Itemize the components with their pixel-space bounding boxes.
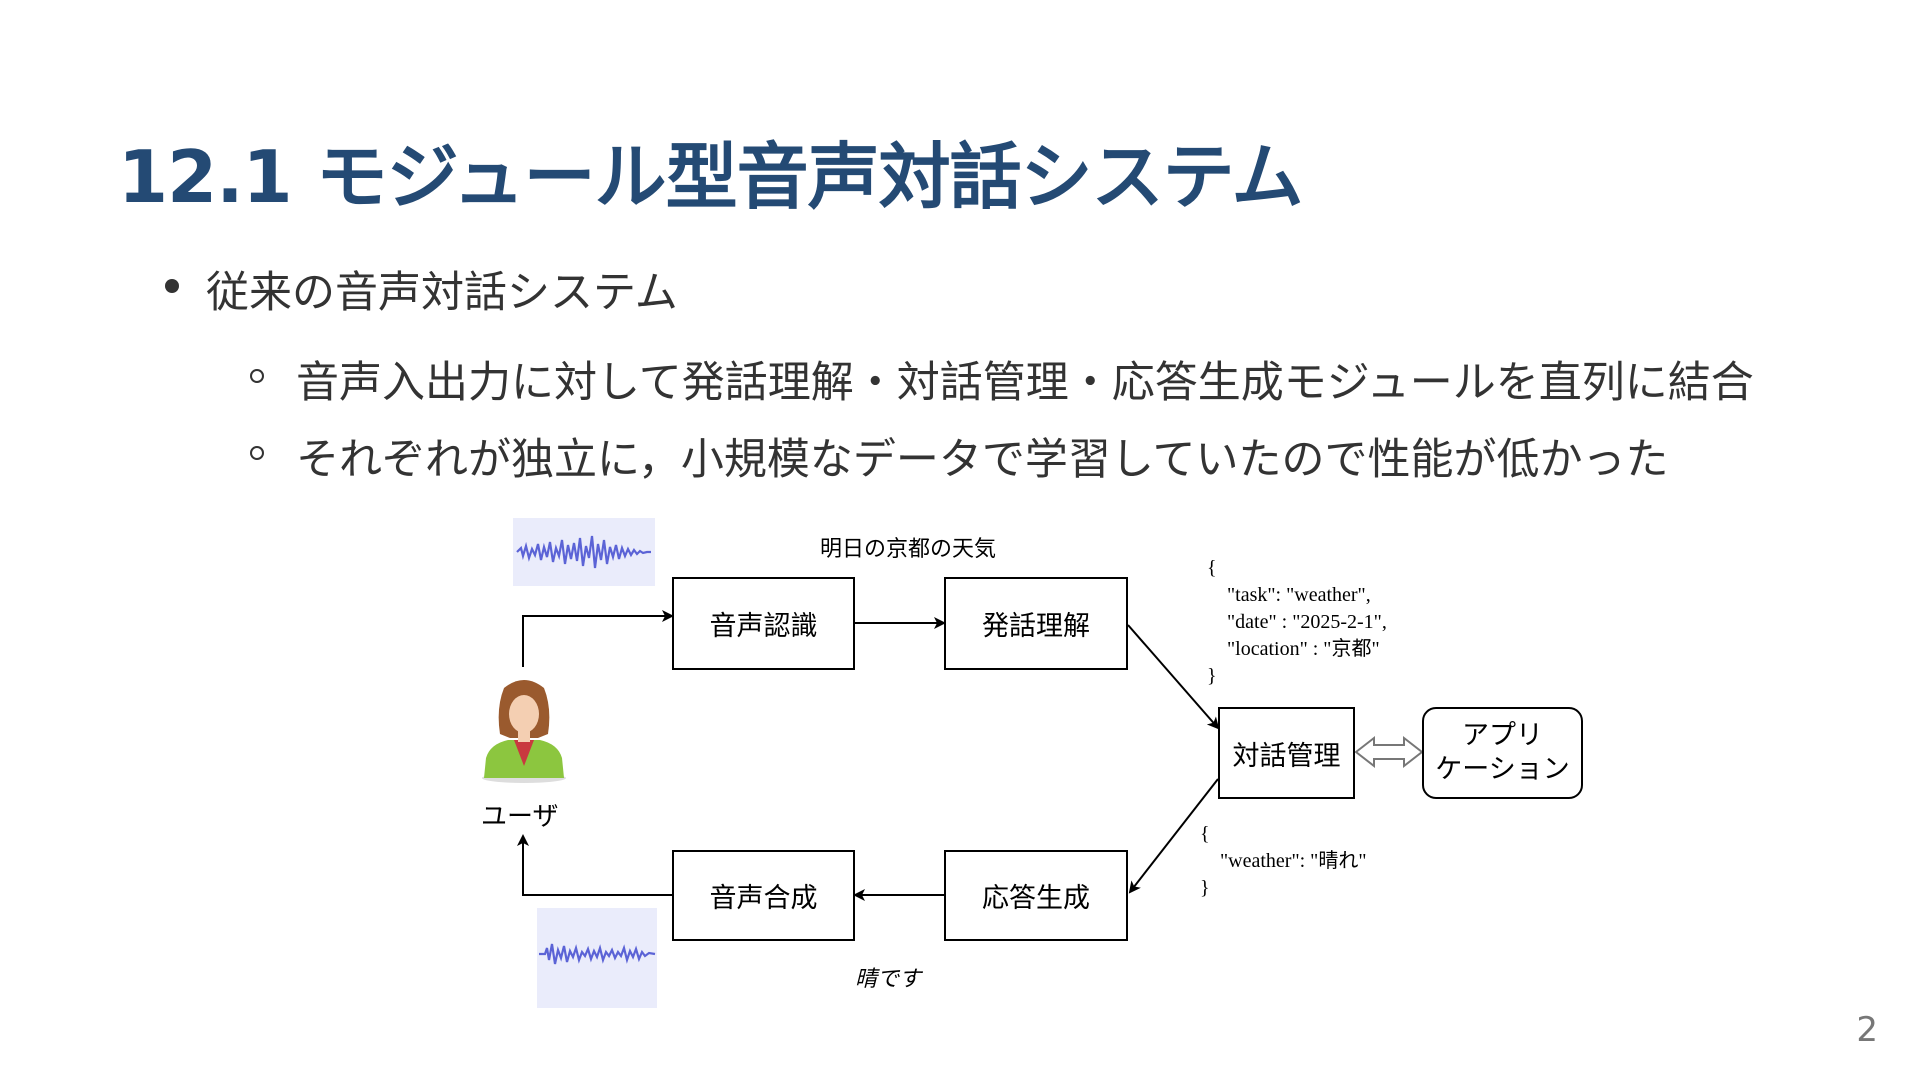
- double-arrow-dm-app: [1354, 735, 1424, 769]
- input-waveform: [513, 518, 655, 586]
- waveform-icon: [539, 943, 656, 965]
- tts-box: 音声合成: [672, 850, 855, 941]
- waveform-icon: [516, 535, 651, 569]
- bullet-dot-icon: [165, 279, 179, 293]
- bullet-item: 従来の音声対話システム: [206, 268, 678, 318]
- application-box: アプリ ケーション: [1422, 707, 1583, 799]
- sub-bullet-item: 音声入出力に対して発話理解・対話管理・応答生成モジュールを直列に結合: [296, 358, 1754, 408]
- user-label: ユーザ: [481, 802, 559, 832]
- application-label-line2: ケーション: [1435, 754, 1570, 785]
- sub-bullet-circle-icon: [250, 369, 264, 383]
- nlu-output-json: { "task": "weather", "date" : "2025-2-1"…: [1207, 557, 1387, 687]
- arrow-nlu-to-dm: [1127, 624, 1220, 730]
- sub-bullet-circle-icon: [250, 446, 264, 460]
- dm-output-json: { "weather": "晴れ" }: [1200, 823, 1367, 899]
- dialogue-manager-box: 対話管理: [1218, 707, 1355, 799]
- output-waveform: [537, 908, 657, 1008]
- nlu-box: 発話理解: [944, 577, 1128, 670]
- arrow-tts-to-user: [517, 834, 672, 896]
- sub-bullet-item: それぞれが独立に，小規模なデータで学習していたので性能が低かった: [296, 435, 1669, 485]
- application-label-line1: アプリ: [1462, 720, 1543, 752]
- arrow-dm-to-nlg: [1128, 778, 1219, 894]
- output-utterance: 晴です: [855, 967, 922, 992]
- asr-box: 音声認識: [672, 577, 855, 670]
- nlg-box: 応答生成: [944, 850, 1128, 941]
- slide-title: 12.1 モジュール型音声対話システム: [118, 135, 1304, 219]
- page-number: 2: [1856, 1010, 1878, 1050]
- input-utterance: 明日の京都の天気: [820, 537, 997, 562]
- user-avatar-icon: [482, 680, 566, 783]
- arrow-user-to-asr: [522, 610, 674, 667]
